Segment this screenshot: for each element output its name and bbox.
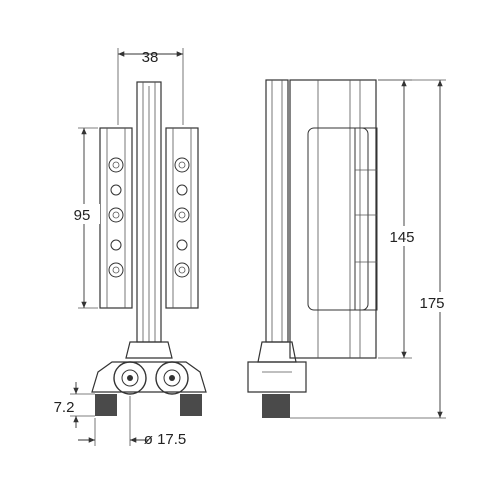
label-145: 145 [389, 229, 414, 246]
dimension-38: 38 [117, 48, 184, 125]
dimension-diameter: ø 17.5 [78, 396, 186, 448]
label-95: 95 [74, 207, 91, 224]
right-bracket [165, 127, 199, 309]
side-guide-roller [262, 394, 290, 418]
right-wheel [155, 361, 189, 395]
dimension-175: 175 [290, 79, 455, 419]
left-bracket [99, 127, 133, 309]
label-7-2: 7.2 [54, 399, 75, 416]
trolley-body [91, 341, 207, 393]
side-trolley [247, 341, 307, 393]
label-175: 175 [419, 295, 444, 312]
dimension-7-2: 7.2 [54, 382, 95, 428]
dimension-145: 145 [378, 79, 421, 359]
label-38: 38 [142, 49, 159, 66]
dimension-95: 95 [66, 127, 100, 309]
side-rail [265, 79, 289, 343]
front-view: 38 95 7.2 ø 17.5 [54, 48, 207, 448]
left-guide-roller [95, 394, 117, 416]
right-guide-roller [180, 394, 202, 416]
side-view: 145 175 [247, 79, 455, 419]
door-panel [289, 79, 378, 359]
label-diameter: ø 17.5 [144, 431, 187, 448]
left-wheel [113, 361, 147, 395]
